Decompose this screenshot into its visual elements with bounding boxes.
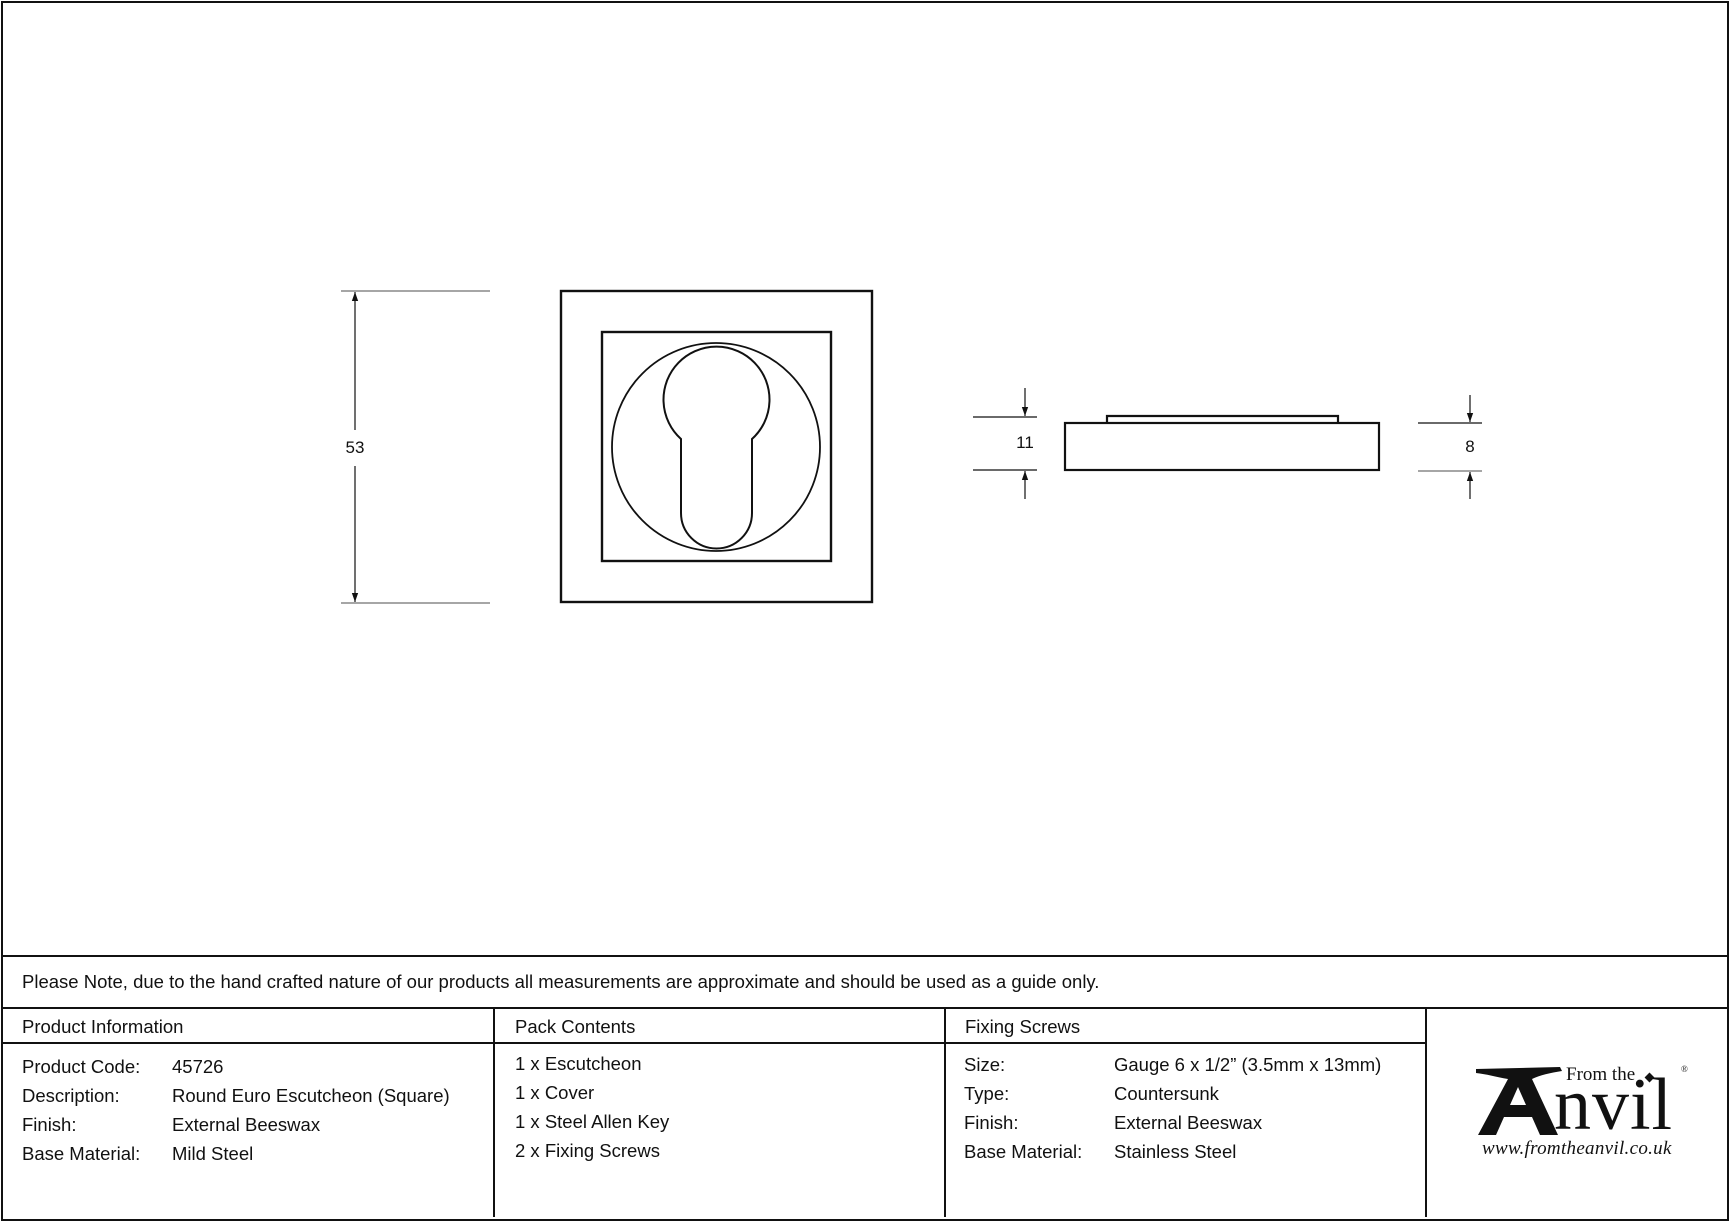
dimension-label-11: 11 xyxy=(1014,433,1036,453)
side-cover-plate xyxy=(1105,414,1340,423)
pack-contents-header: Pack Contents xyxy=(495,1009,944,1044)
outer-square-plate xyxy=(559,289,874,604)
thickness-dimension-8 xyxy=(1418,395,1482,499)
pack-item: 1 x Steel Allen Key xyxy=(515,1111,670,1132)
screw-material-label: Base Material: xyxy=(964,1141,1083,1162)
anvil-a-icon xyxy=(1476,1067,1562,1135)
fixing-screws-title: Fixing Screws xyxy=(965,1016,1081,1037)
height-dimension-53 xyxy=(341,290,490,604)
product-info-table: Product Information Product Code: 45726 … xyxy=(1,1007,1729,1217)
pack-item: 1 x Cover xyxy=(515,1082,595,1103)
screw-finish-row: Finish: External Beeswax xyxy=(946,1112,1425,1141)
screw-material-value: Stainless Steel xyxy=(1114,1141,1237,1162)
screw-type-value: Countersunk xyxy=(1114,1083,1219,1104)
side-base-plate xyxy=(1063,421,1381,472)
description-row: Description: Round Euro Escutcheon (Squa… xyxy=(1,1085,493,1114)
product-information-header: Product Information xyxy=(1,1009,493,1044)
finish-label: Finish: xyxy=(22,1114,77,1135)
fixing-screws-header: Fixing Screws xyxy=(946,1009,1425,1044)
logo-wordmark: nvil xyxy=(1554,1064,1674,1146)
product-code-value: 45726 xyxy=(172,1056,224,1077)
escutcheon-side-view xyxy=(1063,414,1381,472)
logo-column xyxy=(1425,1009,1729,1217)
logo-url: www.fromtheanvil.co.uk xyxy=(1482,1138,1672,1159)
finish-value: External Beeswax xyxy=(172,1114,321,1135)
screw-material-row: Base Material: Stainless Steel xyxy=(946,1141,1425,1170)
screw-size-row: Size: Gauge 6 x 1/2” (3.5mm x 13mm) xyxy=(946,1054,1425,1083)
description-value: Round Euro Escutcheon (Square) xyxy=(172,1085,450,1106)
pack-contents-title: Pack Contents xyxy=(515,1016,636,1037)
screw-type-row: Type: Countersunk xyxy=(946,1083,1425,1112)
thickness-dimension-11 xyxy=(973,388,1037,499)
from-the-anvil-logo: nvil From the ® www.fromtheanvil.co.uk xyxy=(1474,1060,1700,1160)
round-cover xyxy=(611,342,821,552)
pack-item: 1 x Escutcheon xyxy=(515,1053,642,1074)
base-material-row: Base Material: Mild Steel xyxy=(1,1143,493,1172)
finish-row: Finish: External Beeswax xyxy=(1,1114,493,1143)
measurement-note-row: Please Note, due to the hand crafted nat… xyxy=(1,955,1729,1007)
fixing-screws-column: Fixing Screws Size: Gauge 6 x 1/2” (3.5m… xyxy=(944,1009,1425,1217)
screw-finish-label: Finish: xyxy=(964,1112,1019,1133)
base-material-value: Mild Steel xyxy=(172,1143,254,1164)
inner-square-rose xyxy=(600,330,833,563)
product-code-row: Product Code: 45726 xyxy=(1,1056,493,1085)
product-information-column: Product Information Product Code: 45726 … xyxy=(1,1009,493,1217)
screw-type-label: Type: xyxy=(964,1083,1010,1104)
measurement-note-text: Please Note, due to the hand crafted nat… xyxy=(22,971,1100,992)
description-label: Description: xyxy=(22,1085,120,1106)
dimension-label-53: 53 xyxy=(343,438,367,458)
screw-finish-value: External Beeswax xyxy=(1114,1112,1263,1133)
technical-drawing xyxy=(341,289,1482,604)
dimension-label-8: 8 xyxy=(1463,437,1477,457)
screw-size-label: Size: xyxy=(964,1054,1006,1075)
logo-from-the: From the xyxy=(1566,1064,1636,1085)
registered-mark: ® xyxy=(1681,1064,1688,1074)
screw-size-value: Gauge 6 x 1/2” (3.5mm x 13mm) xyxy=(1114,1054,1382,1075)
product-code-label: Product Code: xyxy=(22,1056,141,1077)
product-information-title: Product Information xyxy=(22,1016,184,1037)
euro-keyhole xyxy=(662,345,771,550)
pack-contents-column: Pack Contents 1 x Escutcheon 1 x Cover 1… xyxy=(493,1009,944,1217)
pack-item: 2 x Fixing Screws xyxy=(515,1140,660,1161)
escutcheon-front-view xyxy=(559,289,874,604)
base-material-label: Base Material: xyxy=(22,1143,141,1164)
